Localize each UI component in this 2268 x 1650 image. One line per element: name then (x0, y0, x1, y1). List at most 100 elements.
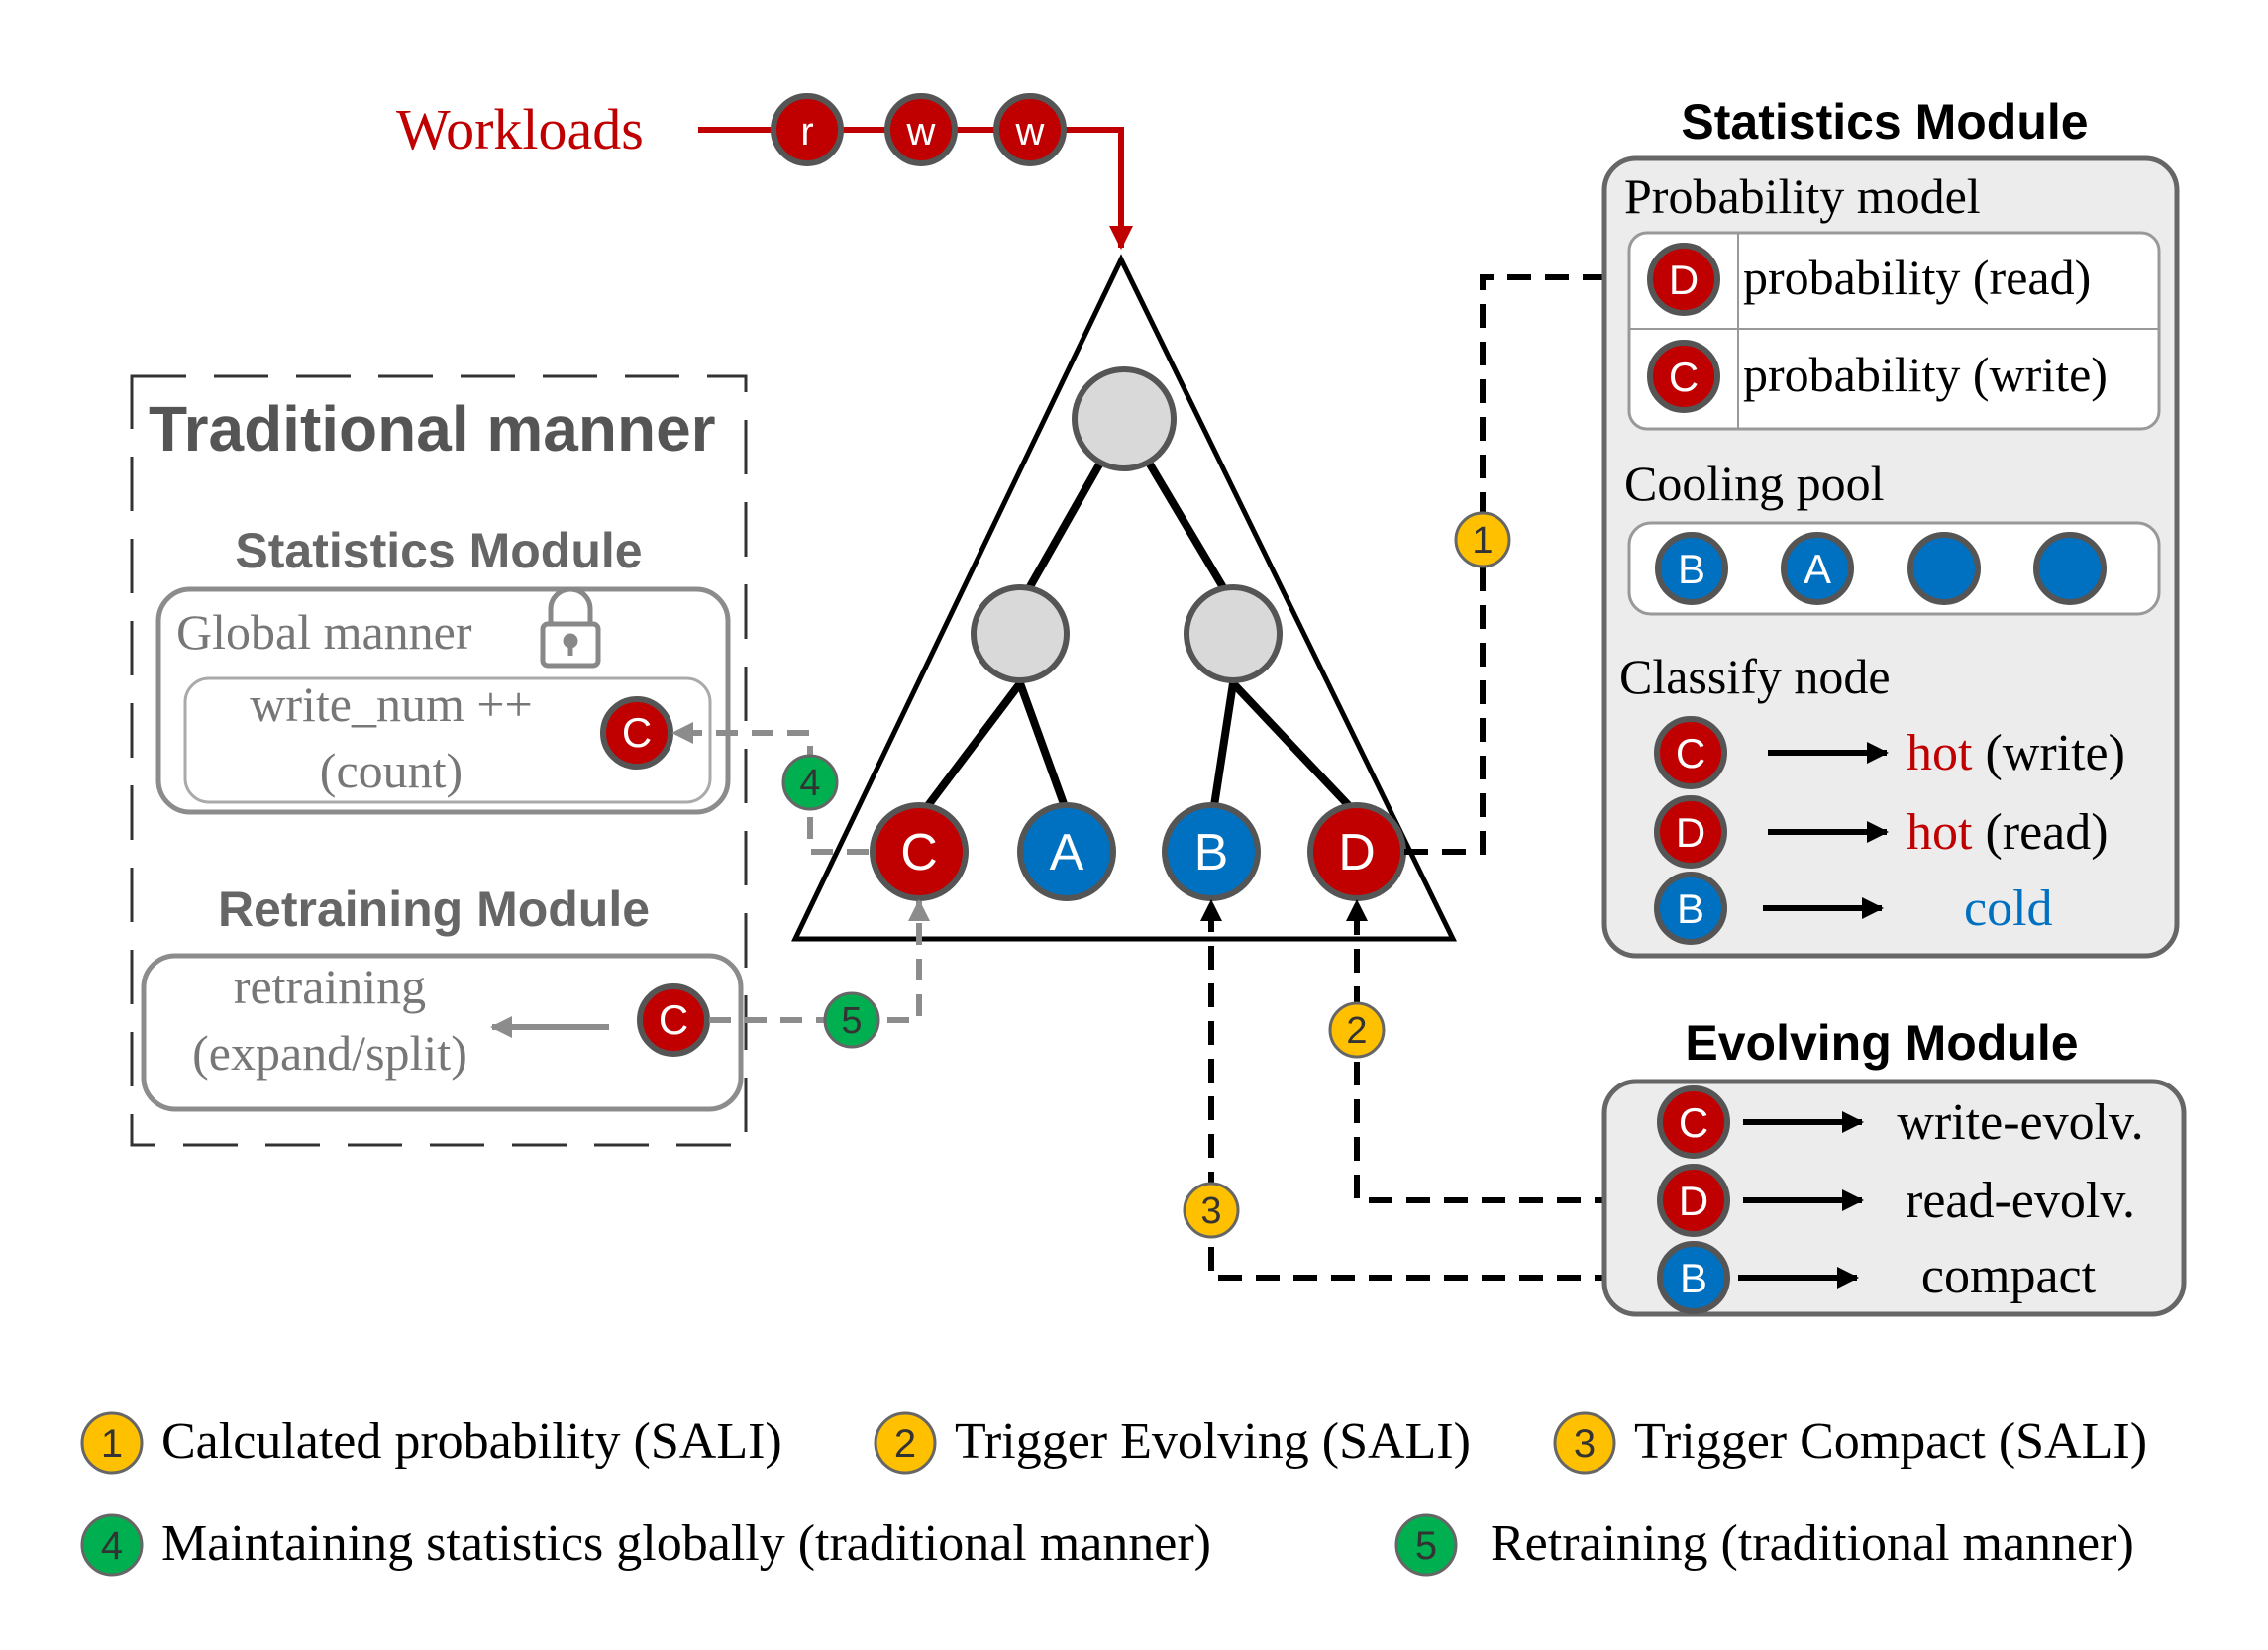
svg-text:A: A (1804, 546, 1831, 592)
svg-text:D: D (1676, 809, 1705, 856)
classify-hot-read: hot (read) (1907, 804, 2109, 861)
prob-row-node-d: D (1647, 243, 1720, 316)
tree-leaf-b: B (1162, 802, 1261, 901)
svg-text:r: r (800, 110, 813, 154)
classify-node-b: B (1654, 872, 1727, 945)
svg-text:C: C (622, 709, 652, 756)
svg-text:5: 5 (841, 1000, 862, 1042)
legend-item-2: 2 Trigger Evolving (SALI) (874, 1411, 1471, 1475)
svg-text:C: C (659, 996, 688, 1043)
step2-connector (1346, 899, 1656, 1203)
tree-root-node (1072, 366, 1177, 471)
classify-hot-write: hot (write) (1907, 725, 2125, 781)
expand-split-label: (expand/split) (192, 1025, 467, 1081)
statistics-module-title: Statistics Module (1681, 94, 2088, 150)
svg-text:3: 3 (1574, 1422, 1596, 1466)
legend-item-4: 4 Maintaining statistics globally (tradi… (80, 1513, 1211, 1577)
svg-text:D: D (1669, 257, 1699, 303)
traditional-retrain-node-c: C (637, 983, 710, 1057)
cooling-node-b: B (1655, 532, 1728, 605)
legend-item-3: 3 Trigger Compact (SALI) (1553, 1411, 2147, 1475)
workload-op-r: r (771, 93, 844, 166)
evolving-node-d: D (1657, 1164, 1730, 1237)
evolving-module-title: Evolving Module (1685, 1015, 2078, 1071)
traditional-retrain-box (141, 953, 744, 1112)
svg-text:C: C (1669, 354, 1699, 400)
cooling-pool-box (1627, 521, 2161, 616)
retraining-label: retraining (234, 959, 426, 1014)
compact-label: compact (1921, 1248, 2097, 1304)
step-marker-1: 1 (1454, 511, 1511, 568)
evolving-node-c: C (1657, 1085, 1730, 1159)
prob-row-node-c: C (1647, 340, 1720, 413)
read-evolv-label: read-evolv. (1906, 1173, 2135, 1229)
svg-text:B: B (1194, 824, 1229, 881)
svg-text:C: C (1679, 1099, 1708, 1146)
svg-text:B: B (1680, 1255, 1707, 1301)
svg-text:B: B (1677, 885, 1704, 932)
svg-text:Trigger Evolving (SALI): Trigger Evolving (SALI) (955, 1413, 1471, 1470)
traditional-manner-title: Traditional manner (149, 393, 716, 464)
step-marker-5: 5 (823, 991, 880, 1049)
workload-op-w-2: w (993, 93, 1067, 166)
workloads-label: Workloads (396, 97, 644, 161)
svg-text:C: C (1676, 730, 1705, 776)
probability-model-table (1627, 231, 2161, 431)
svg-text:Calculated probability (SALI): Calculated probability (SALI) (161, 1413, 782, 1470)
write-num-label: write_num ++ (250, 676, 533, 732)
svg-text:w: w (906, 110, 936, 154)
tree-leaf-c: C (870, 802, 969, 901)
traditional-retrain-title: Retraining Module (218, 881, 650, 937)
cooling-pool-label: Cooling pool (1624, 456, 1885, 511)
write-evolv-label: write-evolv. (1897, 1094, 2143, 1151)
svg-text:3: 3 (1200, 1190, 1221, 1232)
tree-inner-node-left (971, 584, 1070, 683)
index-tree-triangle (791, 254, 1458, 942)
svg-text:B: B (1678, 546, 1705, 592)
svg-text:5: 5 (1415, 1524, 1437, 1568)
svg-text:1: 1 (1472, 520, 1493, 562)
classify-node-label: Classify node (1619, 649, 1891, 704)
tree-inner-node-right (1184, 584, 1283, 683)
evolving-node-b: B (1657, 1241, 1730, 1314)
classify-node-c: C (1654, 716, 1727, 789)
legend-item-5: 5 Retraining (traditional manner) (1394, 1513, 2134, 1577)
cooling-node-empty-1 (1907, 532, 1981, 605)
step-marker-2: 2 (1328, 1001, 1386, 1059)
step-marker-4: 4 (781, 754, 839, 811)
lock-icon (540, 586, 601, 669)
svg-text:Maintaining statistics globall: Maintaining statistics globally (traditi… (161, 1515, 1211, 1572)
svg-text:D: D (1679, 1178, 1708, 1224)
svg-text:C: C (900, 824, 938, 881)
prob-row-read-label: probability (read) (1743, 250, 2091, 305)
svg-text:Retraining (traditional manner: Retraining (traditional manner) (1491, 1515, 2134, 1572)
svg-text:4: 4 (101, 1524, 123, 1568)
step5-connector (709, 899, 930, 1023)
write-num-box (183, 676, 712, 804)
svg-text:2: 2 (1346, 1010, 1367, 1052)
global-manner-label: Global manner (176, 604, 472, 660)
workload-op-w-1: w (884, 93, 958, 166)
evolving-module-panel (1601, 1079, 2187, 1317)
traditional-stats-node-c: C (600, 696, 673, 770)
svg-text:2: 2 (894, 1422, 916, 1466)
svg-text:A: A (1050, 824, 1084, 881)
classify-cold: cold (1964, 880, 2053, 937)
cooling-node-empty-2 (2033, 532, 2107, 605)
svg-text:D: D (1338, 824, 1376, 881)
traditional-manner-frame (130, 374, 748, 1147)
tree-leaf-d: D (1307, 802, 1406, 901)
probability-model-label: Probability model (1624, 168, 1981, 224)
svg-text:4: 4 (799, 763, 820, 804)
step3-connector (1200, 899, 1656, 1281)
cooling-node-a: A (1781, 532, 1854, 605)
tree-leaf-a: A (1017, 802, 1116, 901)
prob-row-write-label: probability (write) (1743, 347, 2108, 402)
step-marker-3: 3 (1183, 1182, 1240, 1239)
step1-connector (1404, 266, 1652, 855)
svg-text:Trigger Compact (SALI): Trigger Compact (SALI) (1634, 1413, 2147, 1470)
traditional-stats-title: Statistics Module (235, 523, 642, 578)
legend-item-1: 1 Calculated probability (SALI) (80, 1411, 782, 1475)
